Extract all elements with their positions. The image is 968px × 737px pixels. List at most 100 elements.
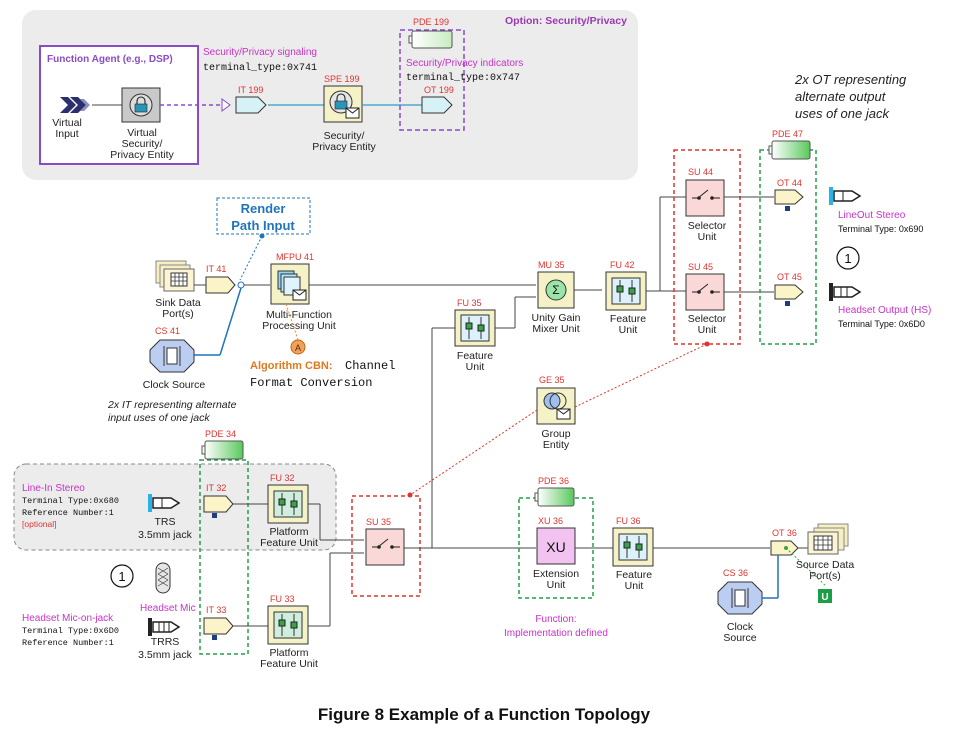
it199-terminal[interactable] xyxy=(235,96,267,114)
algorithm-text-2: Format Conversion xyxy=(250,376,372,390)
ot199-terminal[interactable] xyxy=(421,96,453,114)
linein-optional-region xyxy=(13,463,337,551)
headset-mic-icon xyxy=(155,562,171,594)
selector-group xyxy=(673,149,741,345)
source-data-port-icon xyxy=(807,523,849,555)
it41-id: IT 41 xyxy=(206,264,226,274)
fu35-id: FU 35 xyxy=(457,298,482,308)
input-terminal-group xyxy=(199,459,249,655)
sec-indicators-type: terminal_type:0x747 xyxy=(406,72,520,84)
fu36-id: FU 36 xyxy=(616,516,641,526)
cs41-clock-icon[interactable] xyxy=(149,339,195,373)
pde36-battery xyxy=(534,487,575,507)
mu35-id: MU 35 xyxy=(538,260,565,270)
virtual-input-icon xyxy=(60,97,90,113)
sec-indicators-group xyxy=(399,29,465,131)
it41-terminal[interactable] xyxy=(205,276,236,294)
cs41-id: CS 41 xyxy=(155,326,180,336)
headset-output-type: Terminal Type: 0x6D0 xyxy=(838,319,925,329)
headset-mic-label: Headset Mic xyxy=(140,603,196,614)
sec-indicators-label: Security/Privacy indicators xyxy=(406,58,523,69)
algorithm-label: Algorithm CBN: xyxy=(250,360,333,372)
xu36-id: XU 36 xyxy=(538,516,563,526)
fu42-block[interactable] xyxy=(605,271,647,311)
mfpu41-block[interactable] xyxy=(270,263,310,305)
function-note: Function:Implementation defined xyxy=(504,614,608,639)
ot36-id: OT 36 xyxy=(772,528,797,538)
su35-block[interactable] xyxy=(365,528,405,566)
fu35-block[interactable] xyxy=(454,309,496,347)
it199-id: IT 199 xyxy=(238,85,263,95)
it32-terminal[interactable] xyxy=(203,495,234,513)
it33-terminal[interactable] xyxy=(203,617,234,635)
cs36-clock-icon[interactable] xyxy=(717,581,763,615)
lineout-jack-icon xyxy=(829,187,862,205)
cs41-label: Clock Source xyxy=(143,379,206,391)
usb-badge-label: U xyxy=(821,592,828,603)
function-agent-title: Function Agent (e.g., DSP) xyxy=(47,54,173,65)
ge35-id: GE 35 xyxy=(539,375,565,385)
headset-output-label: Headset Output (HS) xyxy=(838,305,931,316)
headset-output-jack-icon xyxy=(829,283,862,301)
su44-id: SU 44 xyxy=(688,167,713,177)
pde34-battery xyxy=(201,440,244,460)
virtual-spe-block[interactable] xyxy=(121,87,161,123)
mfpu41-id: MFPU 41 xyxy=(276,252,314,262)
algorithm-badge-label: A xyxy=(295,343,301,353)
option-title: Option: Security/Privacy xyxy=(505,15,627,27)
sec-signaling-label: Security/Privacy signaling xyxy=(203,47,317,58)
su45-block[interactable] xyxy=(685,273,725,311)
ot45-terminal[interactable] xyxy=(774,284,804,300)
pde47-battery xyxy=(768,140,811,160)
it32-id: IT 32 xyxy=(206,483,226,493)
ge35-block[interactable] xyxy=(536,387,576,425)
headset-mic-on-jack-label: Headset Mic-on-jack xyxy=(22,613,114,624)
figure-caption: Figure 8 Example of a Function Topology xyxy=(318,705,651,724)
render-path-box xyxy=(216,197,311,235)
ot44-id: OT 44 xyxy=(777,178,802,188)
usb-badge xyxy=(818,589,832,603)
xu36-block[interactable]: XU xyxy=(536,527,576,565)
algorithm-badge xyxy=(290,339,306,355)
fu33-id: FU 33 xyxy=(270,594,295,604)
jack-one-circle-out xyxy=(836,246,860,270)
lineout-type: Terminal Type: 0x690 xyxy=(838,224,923,234)
jack-one-circle-in xyxy=(110,564,134,588)
fu42-id: FU 42 xyxy=(610,260,635,270)
linein-optional: [optional] xyxy=(22,519,57,529)
sink-data-port-icon xyxy=(155,260,195,292)
pde199-battery xyxy=(408,30,453,49)
su44-block[interactable] xyxy=(685,179,725,217)
xu36-glyph: XU xyxy=(546,539,565,555)
spe199-label: Security/Privacy Entity xyxy=(312,130,376,153)
spe199-block[interactable] xyxy=(323,85,363,123)
mu35-block[interactable]: Σ xyxy=(537,271,575,309)
linein-ref: Reference Number:1 xyxy=(22,508,114,518)
su45-id: SU 45 xyxy=(688,262,713,272)
fu36-block[interactable] xyxy=(612,527,654,567)
linein-label: Line-In Stereo xyxy=(22,483,85,494)
trs-jack-icon xyxy=(148,494,181,512)
linein-type: Terminal Type:0x680 xyxy=(22,496,119,506)
ot44-terminal[interactable] xyxy=(774,189,804,205)
hmj-type: Terminal Type:0x6D0 xyxy=(22,626,119,636)
pde47-id: PDE 47 xyxy=(772,129,803,139)
fu32-block[interactable] xyxy=(267,484,309,524)
fu33-block[interactable] xyxy=(267,605,309,645)
